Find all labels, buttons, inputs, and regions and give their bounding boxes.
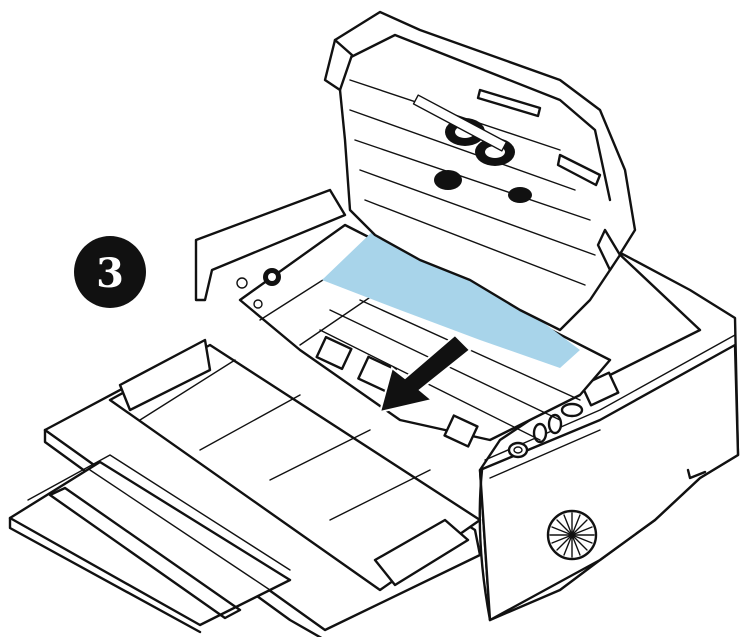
step-badge: 3 <box>74 236 146 308</box>
jammed-paper <box>322 232 580 368</box>
panel-button-3[interactable] <box>560 402 584 418</box>
scanner-body <box>194 188 740 622</box>
panel-button-1[interactable] <box>532 422 548 444</box>
left-side-wall <box>194 188 347 302</box>
feed-rollers <box>412 94 532 203</box>
arrow-down-left-icon <box>378 333 472 414</box>
lcd-display <box>580 371 620 407</box>
paper-guide-left[interactable] <box>118 338 212 412</box>
step-badge-circle <box>74 236 146 308</box>
adf-cover-open <box>323 10 637 332</box>
pull-direction-arrow <box>378 333 472 414</box>
tray-extension-panel[interactable] <box>8 460 292 627</box>
control-buttons <box>507 371 620 459</box>
input-tray <box>43 338 482 637</box>
step-number: 3 <box>96 250 124 297</box>
front-panel <box>478 343 740 622</box>
paper-guide-right[interactable] <box>373 518 470 587</box>
adf-cover-outer <box>333 10 637 332</box>
vent-icon <box>546 509 598 561</box>
lower-rollers <box>315 335 479 448</box>
gear-icon <box>263 268 281 286</box>
tray-extension <box>8 454 292 634</box>
